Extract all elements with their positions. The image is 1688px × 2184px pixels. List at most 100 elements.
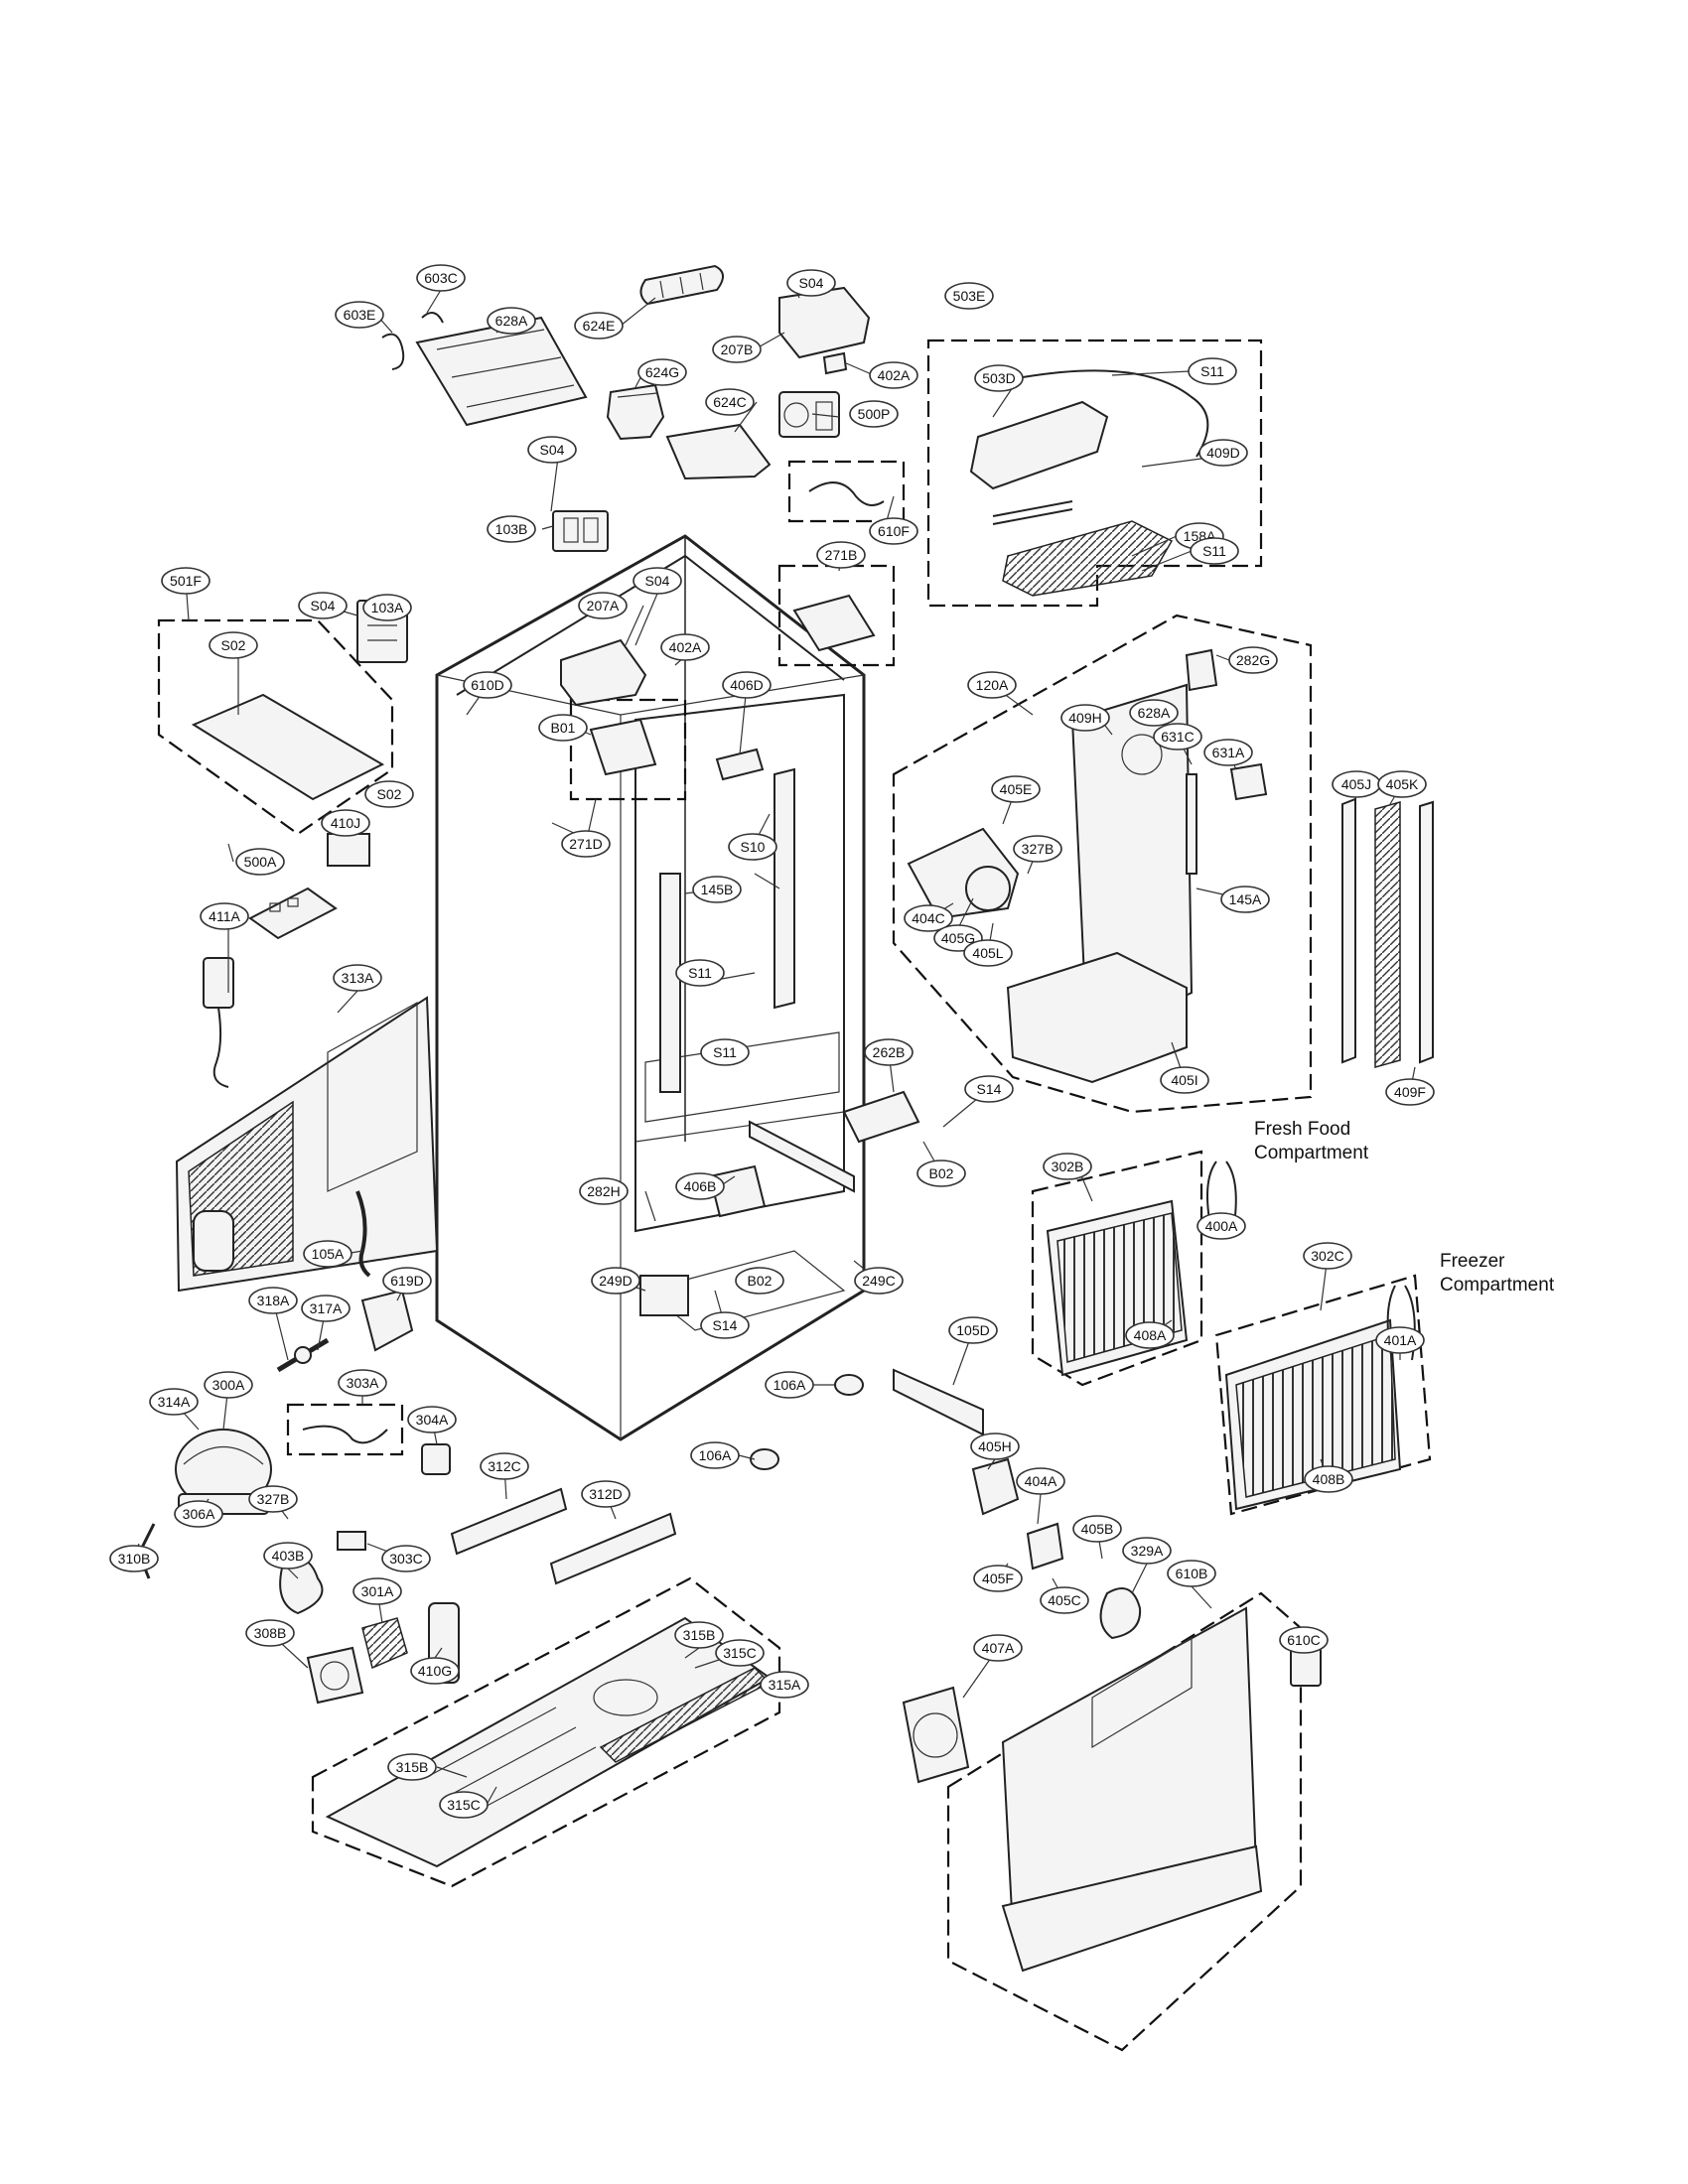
callout: 315B bbox=[387, 1753, 437, 1781]
callout-label: 405J bbox=[1341, 776, 1371, 792]
callout: 304A bbox=[407, 1406, 457, 1433]
callout: 405B bbox=[1072, 1515, 1122, 1543]
callout: S11 bbox=[1188, 357, 1237, 385]
callout: 407A bbox=[973, 1634, 1023, 1662]
callout-label: 271B bbox=[825, 547, 858, 563]
bracket-207A bbox=[560, 638, 647, 707]
callout: 624C bbox=[705, 388, 755, 416]
callout-label: 317A bbox=[310, 1300, 343, 1316]
evaporator-302C bbox=[1214, 1274, 1432, 1516]
callout: 145A bbox=[1220, 886, 1270, 913]
callout: S11 bbox=[1190, 537, 1239, 565]
callout-label: 628A bbox=[495, 313, 528, 329]
callout: 317A bbox=[301, 1295, 351, 1322]
callout: 500P bbox=[849, 400, 899, 428]
callout: 207A bbox=[578, 592, 628, 619]
board-500P bbox=[778, 391, 840, 438]
callout-label: 624E bbox=[583, 318, 616, 334]
callout: 282H bbox=[579, 1177, 629, 1205]
callout-label: 603E bbox=[344, 307, 376, 323]
callout-label: S11 bbox=[713, 1044, 737, 1060]
callout-label: 503E bbox=[953, 288, 986, 304]
callout: 401A bbox=[1375, 1326, 1425, 1354]
callout-label: 501F bbox=[170, 573, 202, 589]
callout: 315A bbox=[760, 1671, 809, 1699]
callout-label: 303C bbox=[389, 1551, 422, 1567]
callout-label: 404A bbox=[1025, 1473, 1057, 1489]
callout: 400A bbox=[1196, 1212, 1246, 1240]
freezer-label-line1: Freezer bbox=[1440, 1251, 1505, 1272]
callout-label: S14 bbox=[977, 1081, 1002, 1097]
callout-label: 411A bbox=[209, 908, 240, 924]
callout-label: 405G bbox=[941, 930, 975, 946]
callout-label: 207B bbox=[721, 341, 754, 357]
callout: S04 bbox=[633, 567, 682, 595]
callout-label: 401A bbox=[1384, 1332, 1417, 1348]
leveler-106A bbox=[750, 1374, 864, 1470]
callout: 619D bbox=[382, 1267, 432, 1295]
callout-label: 610B bbox=[1176, 1566, 1208, 1581]
callout: 327B bbox=[1013, 835, 1062, 863]
callout-label: 503D bbox=[982, 370, 1015, 386]
callout: 404A bbox=[1016, 1467, 1065, 1495]
callout-label: 610F bbox=[878, 523, 910, 539]
callout: 405E bbox=[991, 775, 1041, 803]
callout-label: 313A bbox=[342, 970, 374, 986]
callout: 207B bbox=[712, 336, 762, 363]
callout: 411A bbox=[200, 902, 249, 930]
callout-label: 105D bbox=[956, 1322, 989, 1338]
bracket-271D bbox=[569, 698, 687, 801]
callout: S11 bbox=[700, 1038, 750, 1066]
callout-label: 306A bbox=[183, 1506, 215, 1522]
callout-label: 407A bbox=[982, 1640, 1015, 1656]
callout-label: 315A bbox=[769, 1677, 801, 1693]
callout: 301A bbox=[352, 1577, 402, 1605]
callout: S02 bbox=[209, 631, 258, 659]
callout: 302B bbox=[1043, 1153, 1092, 1180]
callout-label: 301A bbox=[361, 1583, 394, 1599]
callout: S04 bbox=[527, 436, 577, 464]
harness-303A bbox=[286, 1403, 404, 1456]
callout-label: 405K bbox=[1386, 776, 1419, 792]
callout-label: 408A bbox=[1134, 1327, 1167, 1343]
callout-label: 315C bbox=[447, 1797, 480, 1813]
callout-label: S04 bbox=[540, 442, 565, 458]
callout-label: 410J bbox=[331, 815, 360, 831]
callout-label: 628A bbox=[1138, 705, 1171, 721]
callout-label: 249D bbox=[599, 1273, 632, 1289]
shroud-407A bbox=[902, 1686, 970, 1784]
leader-lines bbox=[133, 285, 1416, 1806]
callout-label: 404C bbox=[912, 910, 944, 926]
callout-label: 303A bbox=[347, 1375, 379, 1391]
bracket-282G bbox=[1185, 648, 1218, 692]
callout: 403B bbox=[263, 1542, 313, 1570]
callout: 306A bbox=[174, 1500, 223, 1528]
callout-label: B01 bbox=[551, 720, 576, 736]
callout: 405J bbox=[1332, 770, 1381, 798]
shroud-308B bbox=[306, 1646, 364, 1705]
cover-312C bbox=[450, 1487, 568, 1556]
callout: 631C bbox=[1153, 723, 1202, 751]
callout-label: 603C bbox=[424, 270, 457, 286]
callout-label: 403B bbox=[272, 1548, 305, 1564]
callout: B02 bbox=[735, 1267, 784, 1295]
callout: 312C bbox=[480, 1452, 529, 1480]
motor-624G bbox=[606, 383, 665, 441]
base-315A bbox=[311, 1576, 781, 1888]
callout-label: 405E bbox=[1000, 781, 1033, 797]
callout: 409H bbox=[1060, 704, 1110, 732]
callout-label: S11 bbox=[688, 965, 712, 981]
callout: 503E bbox=[944, 282, 994, 310]
callout: 408A bbox=[1125, 1321, 1175, 1349]
callout-label: 207A bbox=[587, 598, 620, 614]
cabinet-liner bbox=[435, 534, 866, 1441]
callout: S10 bbox=[728, 833, 777, 861]
callout-label: 631C bbox=[1161, 729, 1194, 745]
clip-603 bbox=[381, 312, 444, 370]
fan-motor-405H bbox=[971, 1457, 1020, 1516]
tray-628A bbox=[415, 316, 588, 427]
callout: 105A bbox=[303, 1240, 352, 1268]
callout: 302C bbox=[1303, 1242, 1352, 1270]
callouts: 603E 603C 628A 624E S04 207B 402A 503E S… bbox=[109, 264, 1435, 1819]
